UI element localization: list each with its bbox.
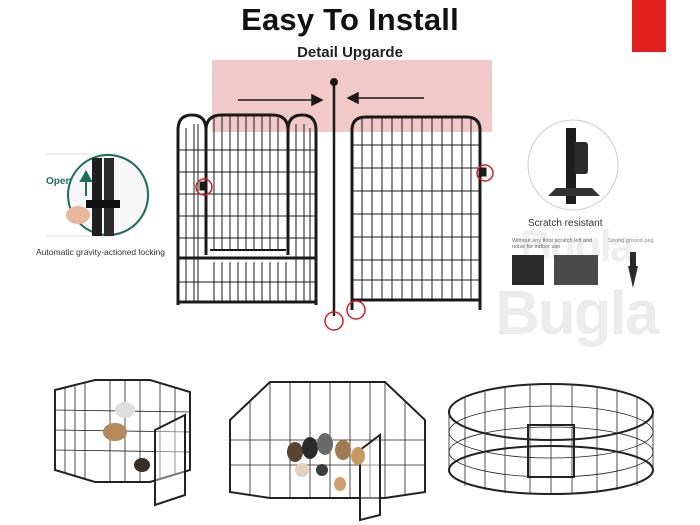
page-subtitle: Detail Upgarde — [297, 44, 403, 61]
accent-red-block — [632, 0, 666, 52]
arrow-left-icon — [346, 91, 424, 105]
lock-caption: Automatic gravity-actioned locking — [36, 247, 165, 257]
lock-open-label: Open — [46, 176, 72, 187]
arrow-right-icon — [238, 93, 324, 107]
floor-pad-product — [512, 255, 598, 285]
lock-detail-callout: Open — [46, 153, 150, 237]
left-fence-panel — [176, 113, 318, 305]
latch-highlight-circle — [195, 178, 213, 196]
scratch-caption: Scratch resistant — [528, 218, 603, 229]
ground-peg-product — [628, 252, 638, 288]
right-fence-panel — [350, 115, 487, 310]
rectangle-playpen-with-dogs — [229, 381, 426, 522]
octagon-playpen-with-dogs — [54, 379, 191, 507]
page-title: Easy To Install — [241, 2, 459, 37]
pole-tip-highlight-circle — [324, 311, 344, 331]
pole-tip-highlight-circle — [346, 300, 366, 320]
ground-peg-note: Strong ground peg — [608, 238, 654, 244]
center-connecting-pole — [330, 78, 338, 316]
floor-scratch-note: Without any floor scratch left and noise… — [512, 238, 593, 250]
watermark-text: Bugla — [495, 279, 659, 348]
scratch-detail-callout — [527, 119, 619, 211]
arrow-up-icon — [79, 169, 93, 196]
latch-highlight-circle — [476, 164, 494, 182]
circular-playpen — [448, 383, 654, 495]
